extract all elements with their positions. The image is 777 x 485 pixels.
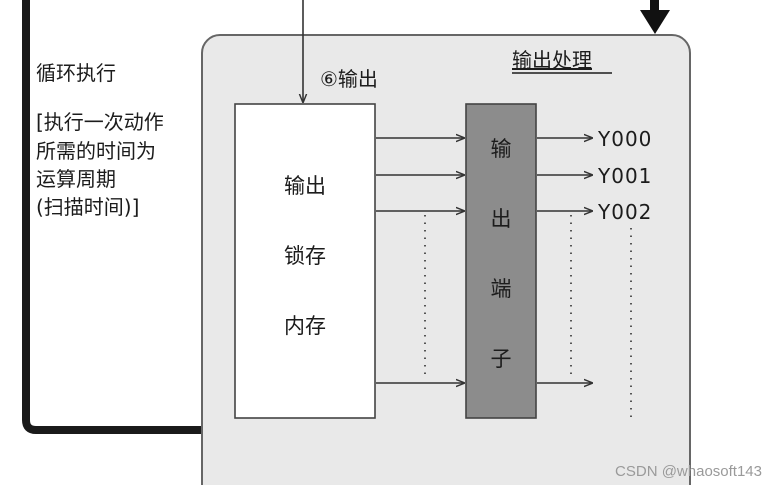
- terminal-block-label: 出: [491, 207, 512, 231]
- watermark: CSDN @whaosoft143: [615, 463, 762, 480]
- output-label-y002: Y002: [597, 200, 652, 224]
- output-terminal-block: [465, 103, 537, 419]
- scan-loop-line: [22, 0, 204, 434]
- output-label-y000: Y000: [597, 127, 652, 151]
- memory-block-label: 内存: [284, 314, 326, 338]
- step-label: ⑥输出: [320, 67, 378, 91]
- memory-block-label: 输出: [284, 174, 326, 198]
- scan-note-line: 运算周期: [36, 167, 116, 191]
- memory-block-label: 锁存: [284, 244, 326, 268]
- section-title: 输出处理: [512, 48, 592, 72]
- terminal-block-label: 端: [491, 277, 512, 301]
- scan-note-line: [执行一次动作: [36, 110, 164, 134]
- loop-arrow-icon: [640, 0, 670, 34]
- terminal-block-label: 子: [491, 347, 512, 371]
- output-latch-memory-block: [234, 103, 376, 419]
- scan-note-line: (扫描时间)]: [36, 195, 139, 219]
- output-label-y001: Y001: [597, 164, 652, 188]
- cycle-label: 循环执行: [36, 61, 116, 85]
- scan-note-line: 所需的时间为: [36, 139, 156, 163]
- terminal-block-label: 输: [491, 137, 512, 161]
